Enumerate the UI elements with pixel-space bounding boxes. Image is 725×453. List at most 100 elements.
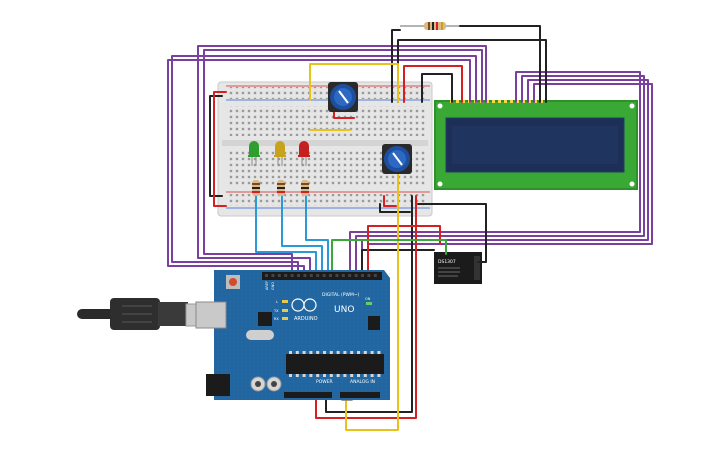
chip-pin xyxy=(316,351,320,354)
chip-pin xyxy=(323,374,326,377)
led-green xyxy=(248,141,260,166)
lcd-pin xyxy=(504,100,507,103)
chip-pin xyxy=(295,374,299,377)
arduino-model: UNO xyxy=(334,305,354,315)
wire-red-2 xyxy=(403,65,463,103)
wire-yellow-1 xyxy=(309,63,399,103)
chip-pin xyxy=(370,351,374,354)
rtc-module: DS1307 xyxy=(434,252,482,284)
digital-pin xyxy=(271,274,275,277)
digital-header xyxy=(262,272,382,280)
wire-black-6 xyxy=(379,203,411,213)
wire-red-6 xyxy=(367,225,441,273)
chip-pin xyxy=(336,374,340,377)
wire-purple-6 xyxy=(355,75,645,273)
center-channel xyxy=(222,140,428,146)
wire-red-1 xyxy=(213,91,227,207)
lcd-pin xyxy=(516,100,519,103)
chip-pin xyxy=(336,351,340,354)
digital-pin xyxy=(367,274,371,277)
arduino-uno: DIGITAL (PWM~) AREF GND ARDUINO UNO L TX… xyxy=(195,270,390,400)
digital-pin xyxy=(329,274,332,277)
wire-black-5 xyxy=(209,95,223,197)
wire-purple-2 xyxy=(167,59,471,271)
lcd-display xyxy=(434,100,638,190)
digital-pin xyxy=(277,274,281,277)
lcd-pin xyxy=(456,100,459,103)
wire-black-9 xyxy=(361,249,435,273)
digital-pin xyxy=(265,274,268,277)
chip-pin xyxy=(289,374,292,377)
lcd-pin xyxy=(510,100,513,103)
digital-pin xyxy=(290,274,294,277)
chip-pin xyxy=(363,351,367,354)
wire-purple-1 xyxy=(171,55,477,271)
wire-purple-5 xyxy=(349,71,641,273)
chip-pin xyxy=(377,374,381,377)
potentiometer-bottom xyxy=(382,144,412,174)
chip-pin xyxy=(350,374,354,377)
chip-pin xyxy=(329,374,333,377)
top-resistor xyxy=(400,22,460,30)
chip-pin xyxy=(370,374,374,377)
chip-pin xyxy=(329,351,333,354)
wire-black-7 xyxy=(417,203,487,263)
chip-pin xyxy=(295,351,299,354)
potentiometer-top xyxy=(328,82,358,112)
analog-label: ANALOG IN xyxy=(350,379,375,385)
lcd-pin xyxy=(528,100,531,103)
lcd-pin xyxy=(492,100,495,103)
chip-pin xyxy=(302,351,306,354)
wire-blue-2 xyxy=(281,195,323,273)
bottom-power-rail xyxy=(228,194,426,206)
chip-pin xyxy=(357,351,360,354)
digital-pin xyxy=(341,274,345,277)
digital-pin xyxy=(284,274,288,277)
gnd-label: GND xyxy=(271,282,275,290)
chip-pin xyxy=(316,374,320,377)
chip-pin xyxy=(343,374,347,377)
chip-pin xyxy=(357,374,360,377)
lcd-pin xyxy=(486,100,489,103)
power-label: POWER xyxy=(316,379,333,385)
wire-black-2 xyxy=(459,25,541,103)
chip-pin xyxy=(323,351,326,354)
l-label: L xyxy=(276,300,278,304)
arduino-brand: ARDUINO xyxy=(294,316,318,322)
digital-pin xyxy=(373,274,377,277)
wire-purple-4 xyxy=(197,45,487,271)
wire-yellow-3 xyxy=(345,169,399,431)
power-header xyxy=(284,392,332,398)
rtc-module-title: DS1307 xyxy=(438,259,456,265)
aref-label: AREF xyxy=(265,281,269,290)
wire-black-1 xyxy=(391,29,401,103)
digital-pin xyxy=(335,274,339,277)
digital-pin xyxy=(303,274,307,277)
lcd-pin xyxy=(540,100,543,103)
wire-green-1 xyxy=(331,239,447,273)
wire-black-8 xyxy=(325,195,413,413)
wire-red-3 xyxy=(333,111,355,119)
lcd-pin xyxy=(522,100,525,103)
lcd-pin xyxy=(534,100,537,103)
resistor-red-led xyxy=(301,180,309,196)
chip-pin xyxy=(309,351,313,354)
rx-label: RX xyxy=(274,317,279,321)
wires xyxy=(167,25,653,431)
wire-black-4 xyxy=(421,73,453,103)
atmega-chip xyxy=(286,354,384,374)
wire-blue-3 xyxy=(305,195,329,273)
chip-pin xyxy=(309,374,313,377)
tx-label: TX xyxy=(273,309,279,313)
led-yellow xyxy=(274,141,286,166)
top-power-rail xyxy=(228,87,426,99)
led-red xyxy=(298,141,310,166)
lcd-pin xyxy=(498,100,501,103)
digital-pin xyxy=(348,274,352,277)
digital-pin xyxy=(309,274,313,277)
digital-pin xyxy=(297,274,300,277)
wire-blue-1 xyxy=(255,195,317,273)
chip-pin xyxy=(289,351,292,354)
chip-pin xyxy=(377,351,381,354)
